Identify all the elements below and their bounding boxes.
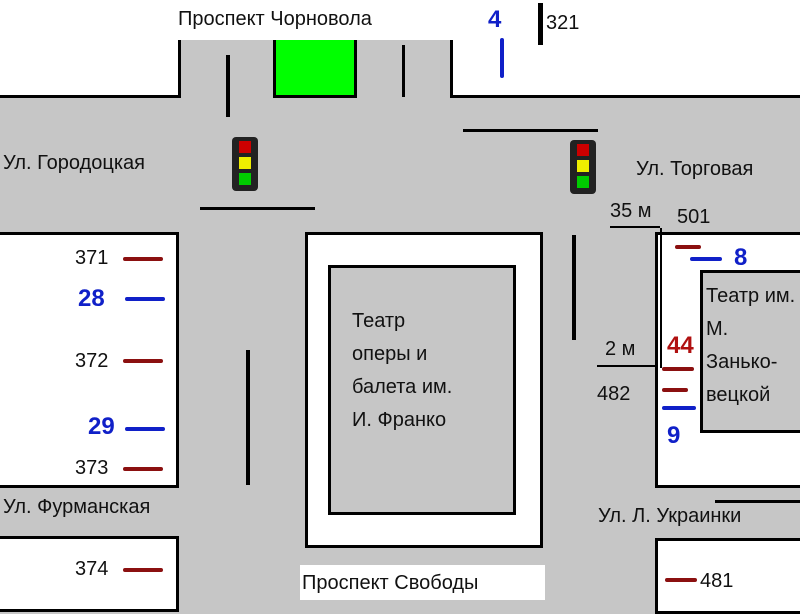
tram-stop-marker <box>123 568 163 572</box>
tram-stop-marker <box>123 257 163 261</box>
stop-4[interactable]: 4 <box>488 6 502 33</box>
traffic-light-icon <box>232 137 258 191</box>
stop-372[interactable]: 372 <box>75 350 109 372</box>
distance-2m: 2 м <box>605 338 636 360</box>
bus-stop-marker <box>690 257 722 261</box>
measure-line <box>660 228 662 368</box>
distance-35m: 35 м <box>610 200 652 222</box>
street-svobody: Проспект Свободы <box>302 572 479 594</box>
zankovetska-label: Театр им. М. Занько-вецкой <box>706 285 796 406</box>
direction-arrow <box>200 207 315 210</box>
opera-label: Театр оперы и балета им. И. Франко <box>352 310 453 431</box>
direction-arrow <box>402 45 405 97</box>
street-horodotska: Ул. Городоцкая <box>3 152 145 174</box>
direction-arrow <box>538 3 543 45</box>
bus-stop-marker <box>125 297 165 301</box>
park-square <box>273 40 357 98</box>
stop-8[interactable]: 8 <box>734 244 748 271</box>
stop-501[interactable]: 501 <box>677 206 711 228</box>
stop-9[interactable]: 9 <box>667 422 681 449</box>
street-torgova: Ул. Торговая <box>636 158 754 180</box>
bottom-label-bg <box>300 565 545 600</box>
block-top-left <box>0 0 181 98</box>
stop-28[interactable]: 28 <box>78 285 105 312</box>
direction-arrow <box>463 129 598 132</box>
bus-stop-marker <box>662 406 696 410</box>
stop-373[interactable]: 373 <box>75 457 109 479</box>
direction-arrow <box>715 500 800 503</box>
tram-stop-marker <box>675 245 701 249</box>
stop-29[interactable]: 29 <box>88 413 115 440</box>
traffic-light-icon <box>570 140 596 194</box>
block-top-right <box>450 0 800 98</box>
street-furmanska: Ул. Фурманская <box>3 496 151 518</box>
stop-374[interactable]: 374 <box>75 558 109 580</box>
zankovetska-building[interactable] <box>700 270 800 433</box>
tram-stop-marker <box>123 359 163 363</box>
street-ukrainky: Ул. Л. Украинки <box>598 505 742 527</box>
block-left-lower <box>0 536 179 612</box>
stop-482[interactable]: 482 <box>597 383 631 405</box>
direction-arrow <box>226 55 230 117</box>
direction-arrow <box>572 235 576 340</box>
measure-line <box>610 226 660 228</box>
top-strip <box>178 0 453 40</box>
stop-481[interactable]: 481 <box>700 570 734 592</box>
tram-stop-marker <box>662 367 694 371</box>
tram-stop-marker <box>123 467 163 471</box>
stop-44[interactable]: 44 <box>667 332 694 359</box>
stop-321[interactable]: 321 <box>546 12 580 34</box>
tram-stop-marker <box>662 388 688 392</box>
direction-arrow <box>246 350 250 485</box>
bus-stop-marker[interactable] <box>500 38 504 78</box>
stop-371[interactable]: 371 <box>75 247 109 269</box>
tram-stop-marker <box>665 578 697 582</box>
street-chornovola: Проспект Чорновола <box>178 8 372 30</box>
bus-stop-marker <box>125 427 165 431</box>
opera-building[interactable] <box>328 265 516 515</box>
measure-line <box>597 365 657 367</box>
